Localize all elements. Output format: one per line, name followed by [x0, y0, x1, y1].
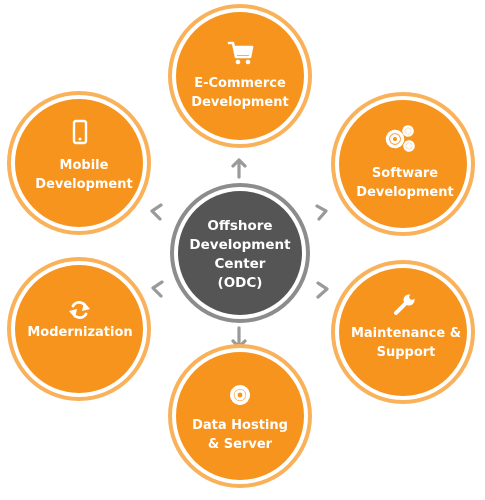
- node-mobile-label-line-1: Mobile: [60, 158, 109, 173]
- arrow-to-ecommerce: [231, 158, 247, 179]
- mobile-phone-icon: [72, 119, 88, 145]
- node-hosting: Data Hosting & Server: [168, 344, 312, 488]
- refresh-icon: [69, 301, 90, 319]
- arrow-to-modernization: [151, 280, 164, 298]
- node-hosting-label-line-2: & Server: [208, 437, 273, 452]
- node-ecommerce: E-Commerce Development: [168, 4, 312, 148]
- shopping-cart-icon: [227, 41, 254, 65]
- node-maintenance: Maintenance & Support: [331, 260, 475, 404]
- center-label-line-3: Center: [215, 256, 266, 272]
- node-ecommerce-label-line-2: Development: [191, 95, 288, 110]
- node-software-label-line-1: Software: [372, 166, 438, 181]
- center-label-line-2: Development: [189, 237, 291, 253]
- node-ecommerce-label-line-1: E-Commerce: [194, 76, 286, 91]
- arrow-to-maintenance: [316, 281, 329, 299]
- gear-icon: [230, 385, 250, 405]
- node-maintenance-label-line-2: Support: [377, 345, 436, 360]
- center-label-line-4: (ODC): [218, 275, 263, 291]
- cogs-icon: [385, 125, 415, 152]
- arrow-to-software: [315, 204, 328, 221]
- node-modernization-label-line-1: Modernization: [27, 325, 132, 340]
- node-software-label-line-2: Development: [356, 185, 453, 200]
- center-label-line-1: Offshore: [207, 218, 272, 234]
- wrench-icon: [394, 294, 415, 315]
- node-mobile-label-line-2: Development: [35, 177, 132, 192]
- arrow-to-mobile: [150, 203, 163, 221]
- node-modernization: Modernization: [7, 257, 151, 401]
- node-software: Software Development: [331, 92, 475, 236]
- node-maintenance-label-line-1: Maintenance &: [351, 326, 461, 341]
- node-hosting-label-line-1: Data Hosting: [192, 418, 288, 433]
- node-mobile: Mobile Development: [7, 91, 151, 235]
- center-node: Offshore Development Center (ODC): [170, 183, 310, 323]
